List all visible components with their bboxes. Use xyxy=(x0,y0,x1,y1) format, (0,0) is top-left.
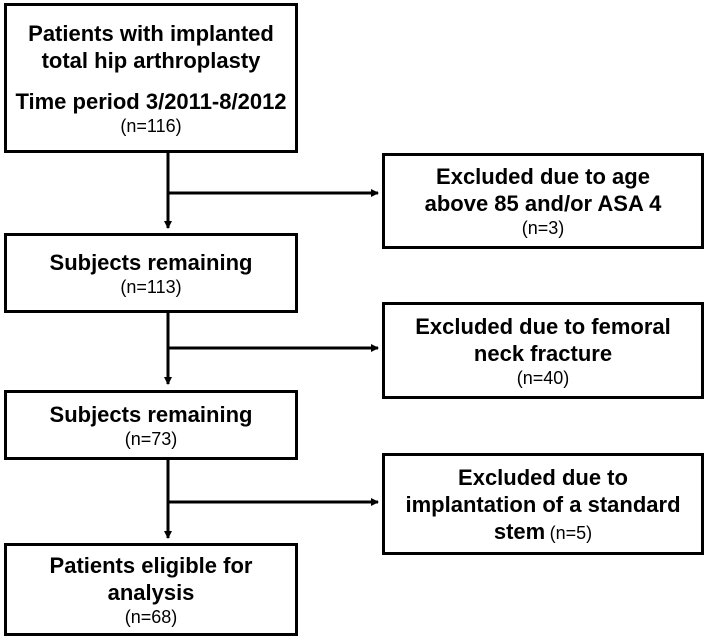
remaining-2-count: (n=73) xyxy=(124,428,178,449)
excluded-1-count: (n=3) xyxy=(521,218,565,238)
start-line-3: Time period 3/2011-8/2012 xyxy=(15,88,287,114)
box-remaining-2: Subjects remaining (n=73) xyxy=(4,390,298,460)
start-line-2: total hip arthroplasty xyxy=(41,47,261,73)
remaining-1-count: (n=113) xyxy=(120,276,182,297)
excluded-3-line-2: implantation of a standard xyxy=(405,491,681,517)
box-start: Patients with implanted total hip arthro… xyxy=(4,3,298,153)
box-excluded-3: Excluded due to implantation of a standa… xyxy=(382,453,704,555)
box-excluded-1: Excluded due to age above 85 and/or ASA … xyxy=(382,153,704,249)
excluded-1-line-2: above 85 and/or ASA 4 xyxy=(424,191,662,216)
box-excluded-2: Excluded due to femoral neck fracture (n… xyxy=(382,302,704,399)
excluded-1-line-1: Excluded due to age xyxy=(436,164,650,189)
excluded-3-count: (n=5) xyxy=(549,522,593,543)
box-final: Patients eligible for analysis (n=68) xyxy=(4,543,298,636)
start-count: (n=116) xyxy=(120,115,182,136)
excluded-2-count: (n=40) xyxy=(516,367,570,388)
excluded-3-line-3: stem xyxy=(493,518,546,544)
final-line-1: Patients eligible for xyxy=(49,552,253,578)
final-line-2: analysis xyxy=(107,579,195,605)
excluded-2-line-2: neck fracture xyxy=(473,340,613,366)
remaining-1-line-1: Subjects remaining xyxy=(49,249,253,275)
box-remaining-1: Subjects remaining (n=113) xyxy=(4,233,298,313)
excluded-3-line-1: Excluded due to xyxy=(458,464,628,490)
excluded-2-line-1: Excluded due to femoral xyxy=(415,313,671,339)
remaining-2-line-1: Subjects remaining xyxy=(49,401,253,427)
start-line-1: Patients with implanted xyxy=(28,20,274,46)
final-count: (n=68) xyxy=(124,606,178,627)
